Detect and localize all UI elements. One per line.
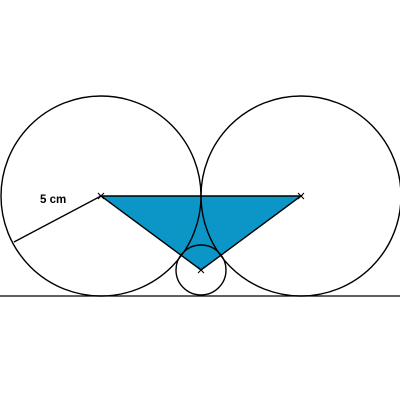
- small-circle: [175, 244, 227, 296]
- left-center-mark: [97, 192, 105, 200]
- radius-line: [13, 195, 102, 243]
- radius-label: 5 cm: [40, 194, 66, 206]
- right-center-mark: [297, 192, 305, 200]
- small-center-mark: [197, 266, 205, 274]
- right-large-circle: [200, 95, 400, 297]
